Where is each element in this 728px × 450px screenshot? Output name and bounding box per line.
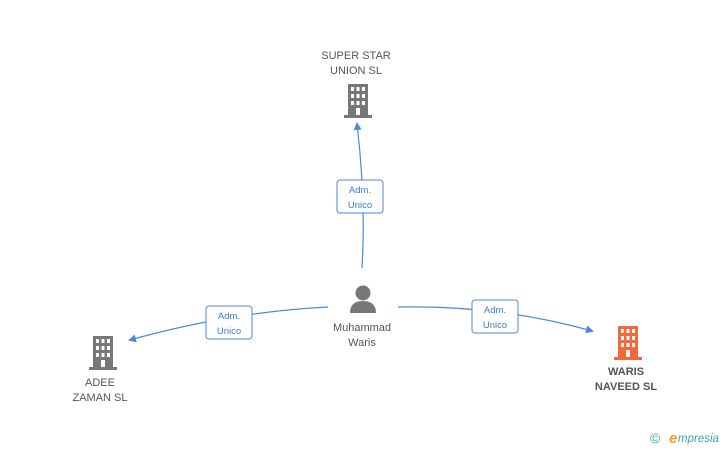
- edge-label-line1: Adm.: [218, 311, 240, 322]
- company-name-line2: NAVEED SL: [595, 381, 657, 393]
- edge-label-line2: Unico: [348, 200, 372, 211]
- building-icon: [344, 84, 372, 118]
- edge-label-line1: Adm.: [484, 305, 506, 316]
- edge-label-line1: Adm.: [349, 185, 371, 196]
- company-name-line2: ZAMAN SL: [72, 392, 127, 404]
- node-person[interactable]: Muhammad Waris: [333, 285, 391, 350]
- person-name-line1: Muhammad: [333, 322, 391, 334]
- company-name-line2: UNION SL: [330, 65, 382, 77]
- building-icon: [89, 336, 117, 370]
- company-name-line1: SUPER STAR: [321, 50, 391, 62]
- edge-label-line2: Unico: [483, 320, 507, 331]
- brand-logo: © e mpresia: [650, 430, 719, 447]
- company-name-line1: WARIS: [608, 366, 644, 378]
- building-icon: [614, 326, 642, 360]
- edge-label-superstar[interactable]: Adm. Unico: [336, 179, 384, 214]
- node-waris[interactable]: WARIS NAVEED SL: [595, 326, 657, 393]
- brand-name: mpresia: [678, 433, 719, 445]
- edge-label-line2: Unico: [217, 326, 241, 337]
- node-adee[interactable]: ADEE ZAMAN SL: [72, 336, 128, 404]
- person-icon: [350, 285, 376, 313]
- edge-label-adee[interactable]: Adm. Unico: [205, 305, 253, 340]
- company-name-line1: ADEE: [85, 377, 115, 389]
- brand-initial: e: [669, 430, 677, 447]
- person-name-line2: Waris: [348, 337, 376, 349]
- edge-label-waris[interactable]: Adm. Unico: [471, 299, 519, 334]
- node-superstar[interactable]: SUPER STAR UNION SL: [321, 50, 391, 118]
- copyright-symbol: ©: [650, 430, 661, 446]
